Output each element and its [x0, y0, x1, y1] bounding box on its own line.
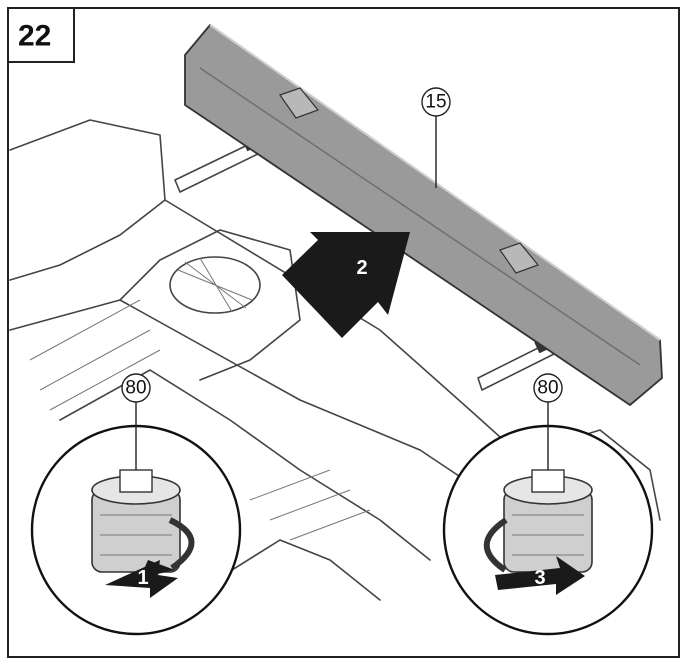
- blade-guard-part-15: [184, 24, 663, 406]
- step-2-arrow: 2: [282, 232, 410, 338]
- callout-80-right: 80: [537, 378, 558, 399]
- figure-number-box: 22: [8, 7, 75, 63]
- saw-blade: [169, 256, 261, 314]
- callout-15-label: 15: [425, 92, 446, 113]
- figure-number: 22: [18, 20, 51, 53]
- detail-circle-left: 1 80: [30, 373, 242, 636]
- figure-frame: [7, 7, 680, 658]
- callout-15: 15: [421, 87, 451, 188]
- step-2-label: 2: [356, 257, 367, 279]
- step-1-label: 1: [137, 567, 148, 589]
- step-3-label: 3: [534, 567, 545, 589]
- callout-80-left: 80: [125, 378, 146, 399]
- detail-circle-right: 3 80: [442, 373, 654, 636]
